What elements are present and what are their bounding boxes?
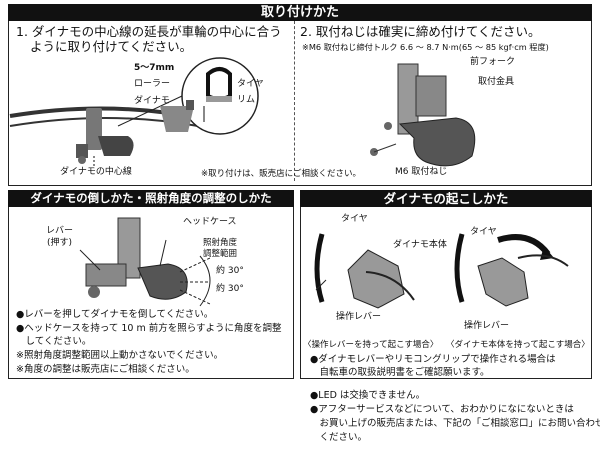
tilt-bullet-1: ●レバーを押してダイナモを倒してください。 xyxy=(16,309,214,320)
raise-header: ダイナモの起こしかた xyxy=(300,190,592,207)
raise-bullet-1-cont: 自転車の取扱説明書をご確認願います。 xyxy=(310,367,490,378)
lever-label-b: 操作レバー xyxy=(464,321,510,331)
step1-line2: ように取り付けてください。 xyxy=(30,39,193,54)
tilt-header: ダイナモの倒しかた・照射角度の調整のしかた xyxy=(8,190,294,207)
rim-label: リム xyxy=(237,95,256,105)
tilt-bullet-2-cont: してください。 xyxy=(16,336,92,347)
range-label-1: 照射角度 xyxy=(203,238,238,248)
raise-bullet-1: ●ダイナモレバーやリモコングリップで操作される場合は xyxy=(310,354,556,365)
angle-label-1: 約 30° xyxy=(216,266,244,276)
raise-illustration-a xyxy=(314,233,415,309)
footer-line-3: お買い上げの販売店または、下記の「ご相談窓口」にお問い合わせ xyxy=(310,418,600,429)
front-fork-label: 前フォーク xyxy=(470,57,516,67)
tire-label: タイヤ xyxy=(237,79,264,89)
tilt-bullet-2: ●ヘッドケースを持って 10 m 前方を照らすように角度を調整 xyxy=(16,323,282,334)
step1-illustration xyxy=(9,57,259,168)
footer-line-4: ください。 xyxy=(310,432,368,443)
roller-label: ローラー xyxy=(134,79,171,89)
angle-label-2: 約 30° xyxy=(216,284,244,294)
installation-header: 取り付けかた xyxy=(8,4,592,21)
tilt-illustration xyxy=(79,217,211,307)
step2-line1: 2. 取付ねじは確実に締め付けてください。 xyxy=(300,24,541,39)
head-case-label: ヘッドケース xyxy=(183,217,237,227)
tilt-note-2: ※角度の調整は販売店にご相談ください。 xyxy=(16,364,195,375)
step2-illustration xyxy=(370,63,476,167)
panel-divider xyxy=(294,21,296,181)
lever-label-a: 操作レバー xyxy=(336,312,382,322)
footer-line-2: ●アフターサービスなどについて、おわかりになにないときは xyxy=(310,404,574,415)
m6-screw-label: M6 取付ねじ xyxy=(395,167,448,177)
step1-line1: 1. ダイナモの中心線の延長が車輪の中心に合う xyxy=(16,24,282,39)
dim-label: 5～7mm xyxy=(134,63,175,73)
tire-label-b: タイヤ xyxy=(470,227,497,237)
tilt-note-1: ※照射角度調整範囲以上動かさないでください。 xyxy=(16,350,224,361)
caption-b: 〈ダイナモ本体を持って起こす場合〉 xyxy=(446,340,590,350)
center-line-label: ダイナモの中心線 xyxy=(60,167,132,177)
range-label-2: 調整範囲 xyxy=(203,249,238,259)
torque-note: ※M6 取付ねじ締付トルク 6.6 ～ 8.7 N·m(65 ～ 85 kgf·… xyxy=(302,42,549,52)
caption-a: 〈操作レバーを持って起こす場合〉 xyxy=(303,340,439,350)
dynamo-label: ダイナモ xyxy=(134,96,170,106)
footer-line-1: ●LED は交換できません。 xyxy=(310,390,426,401)
lever-label: レバー xyxy=(46,226,74,236)
bracket-label: 取付金具 xyxy=(478,77,515,87)
lever-sub-label: (押す) xyxy=(47,238,73,248)
tire-label-a: タイヤ xyxy=(341,214,368,224)
dynamo-body-label: ダイナモ本体 xyxy=(393,240,447,250)
installation-note: ※取り付けは、販売店にご相談ください。 xyxy=(201,169,361,179)
raise-illustration-b xyxy=(454,233,569,307)
